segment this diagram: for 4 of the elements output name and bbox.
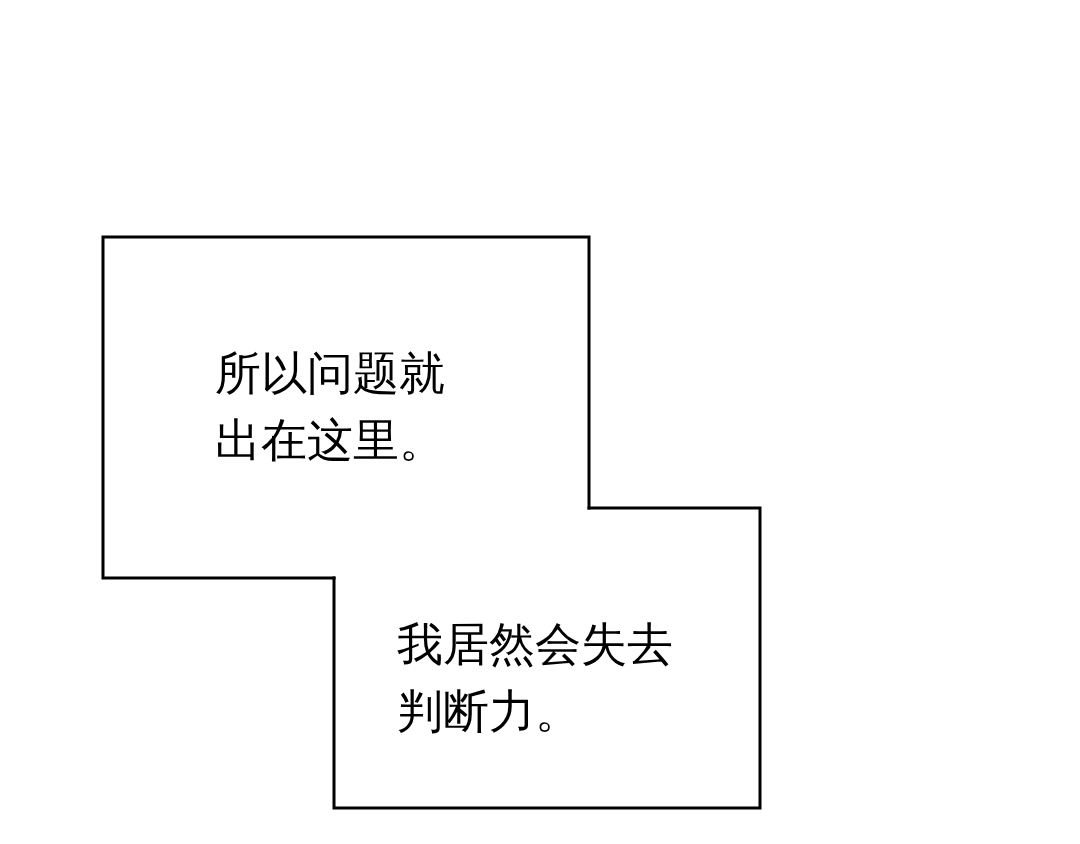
speech-text: 所以问题就出在这里。 — [215, 345, 446, 469]
speech-box — [103, 237, 589, 578]
speech-text: 我居然会失去判断力。 — [397, 616, 674, 740]
speech-box — [334, 508, 760, 808]
